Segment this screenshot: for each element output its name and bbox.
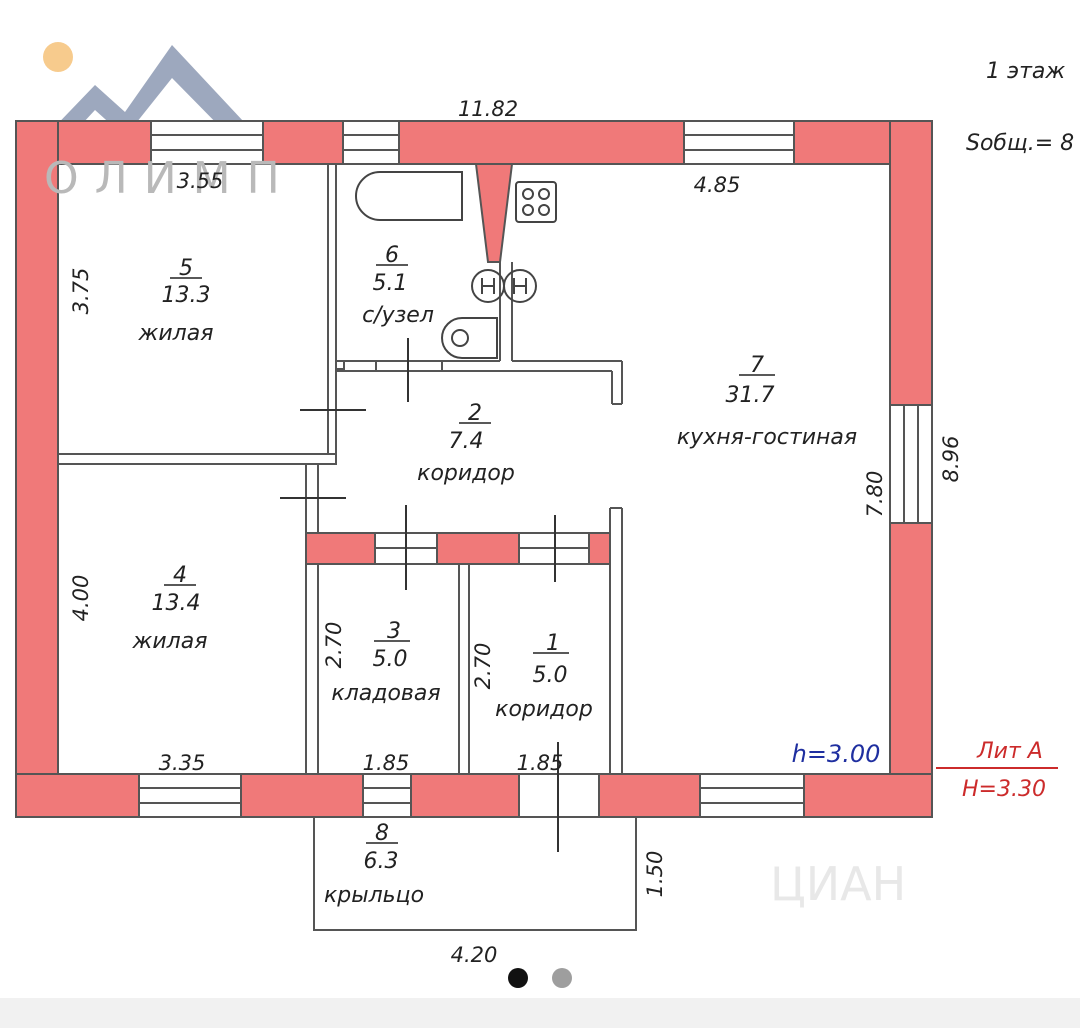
- building-height: H=3.30: [962, 777, 1046, 802]
- dim-kitchen-width: 4.85: [694, 173, 741, 197]
- lit-name: Лит А: [976, 739, 1043, 764]
- room-number: 5: [179, 256, 193, 281]
- room-name: крыльцо: [324, 883, 424, 908]
- watermark-logo: [43, 42, 258, 137]
- room-number: 1: [546, 631, 560, 656]
- mountain-icon: [45, 45, 258, 137]
- dim-room4-height: 4.00: [69, 575, 93, 622]
- watermark-brand: ОЛИМП: [44, 153, 296, 204]
- room-5: 5 13.3 жилая: [138, 256, 214, 346]
- room-number: 7: [750, 353, 764, 378]
- window-lines: [139, 134, 919, 804]
- room-area: 5.1: [373, 271, 408, 296]
- room-area: 7.4: [449, 429, 484, 454]
- room-area: 13.3: [162, 283, 211, 308]
- stove-icon: [515, 181, 557, 223]
- room-name: жилая: [132, 629, 208, 654]
- dim-room5-width: 3.55: [177, 169, 224, 193]
- room-4: 4 13.4 жилая: [132, 563, 208, 654]
- dim-right-total: 8.96: [939, 436, 963, 483]
- dim-top-total: 11.82: [458, 97, 518, 121]
- room-2: 2 7.4 коридор: [417, 401, 515, 486]
- dimensions-horizontal: 11.82 3.55 4.85 3.35 1.85 1.85 4.20: [159, 97, 741, 967]
- room-number: 4: [173, 563, 187, 588]
- dim-room1-height: 2.70: [471, 643, 495, 690]
- toilet-icon: [441, 317, 498, 359]
- room-area: 5.0: [373, 647, 408, 672]
- room-area: 31.7: [726, 383, 775, 408]
- room-number: 2: [468, 401, 482, 426]
- dim-room1-width: 1.85: [517, 751, 564, 775]
- dim-room4-width: 3.35: [159, 751, 206, 775]
- room-7: 7 31.7 кухня-гостиная: [677, 353, 857, 450]
- room-area: 6.3: [364, 849, 399, 874]
- bathtub-icon: [355, 171, 463, 221]
- bottom-bar: [0, 998, 1080, 1028]
- room-name: коридор: [495, 697, 593, 722]
- room-8: 8 6.3 крыльцо: [324, 821, 424, 908]
- room-name: коридор: [417, 461, 515, 486]
- floor-label: 1 этаж: [986, 59, 1065, 84]
- floor-plan: ОЛИМП ЦИАН 1 этаж Sобщ.= 8 5 13.3 жилая …: [15, 42, 1074, 967]
- room-area: 5.0: [533, 663, 568, 688]
- room-6: 6 5.1 с/узел: [362, 243, 434, 328]
- room-3: 3 5.0 кладовая: [331, 619, 440, 706]
- porch: [313, 816, 637, 931]
- room-height-label: h=3.00: [792, 740, 881, 768]
- watermark-site: ЦИАН: [770, 857, 906, 911]
- room-number: 3: [387, 619, 401, 644]
- room-area: 13.4: [152, 591, 201, 616]
- room-name: жилая: [138, 321, 214, 346]
- room-name: кладовая: [331, 681, 440, 706]
- room-name: с/узел: [362, 303, 434, 328]
- dim-room5-height: 3.75: [69, 268, 93, 315]
- page-dot[interactable]: [552, 968, 572, 988]
- room-number: 8: [375, 821, 389, 846]
- dim-kitchen-height: 7.80: [863, 471, 887, 518]
- sink-icon: [471, 269, 537, 303]
- dim-porch-depth: 1.50: [643, 851, 667, 898]
- dim-porch-width: 4.20: [451, 943, 498, 967]
- room-number: 6: [385, 243, 399, 268]
- room-1: 1 5.0 коридор: [495, 631, 593, 722]
- room-name: кухня-гостиная: [677, 425, 857, 450]
- sun-icon: [43, 42, 73, 72]
- page-dot-active[interactable]: [508, 968, 528, 988]
- total-area-label: Sобщ.= 8: [966, 131, 1074, 156]
- dimensions-vertical: 3.75 4.00 7.80 8.96 2.70 2.70 1.50: [69, 268, 963, 898]
- door-markers: [280, 338, 559, 852]
- lit-label: Лит А H=3.30: [936, 739, 1058, 802]
- dim-room3-height: 2.70: [322, 622, 346, 669]
- pagination: [0, 968, 1080, 992]
- dim-room3-width: 1.85: [363, 751, 410, 775]
